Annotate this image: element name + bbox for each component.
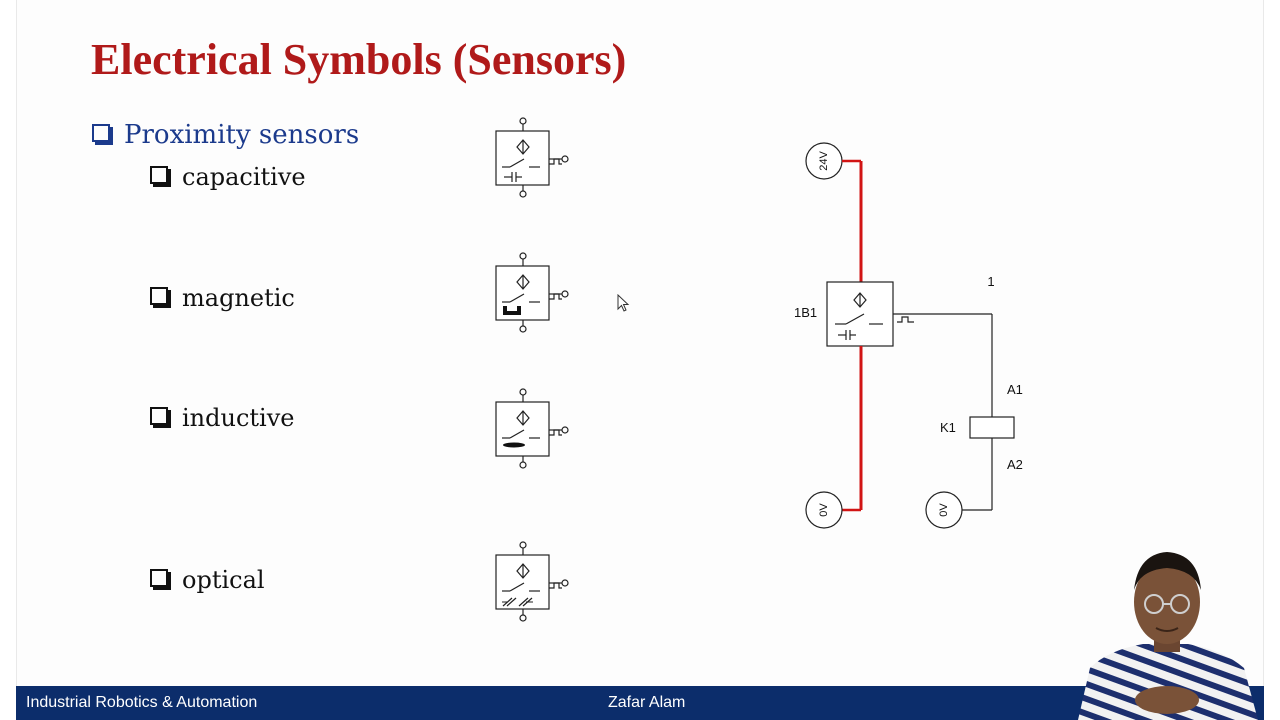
- mouse-cursor-icon: [617, 294, 630, 312]
- bullet-text: Proximity sensors: [124, 120, 360, 150]
- bullet-text: inductive: [182, 404, 295, 432]
- capacitive-sensor-symbol-icon: [495, 117, 569, 198]
- bullet-magnetic: magnetic: [150, 284, 295, 312]
- bullet-proximity-sensors: Proximity sensors: [92, 120, 359, 150]
- ground-label-right: 0V: [938, 503, 950, 517]
- footer-course-title: Industrial Robotics & Automation: [26, 694, 258, 711]
- bullet-text: capacitive: [182, 163, 306, 191]
- bullet-capacitive: capacitive: [150, 163, 306, 191]
- slide-left-edge: [0, 0, 17, 720]
- supply-label: 24V: [818, 151, 830, 171]
- relay-terminal-a2: A2: [1007, 457, 1023, 472]
- inductive-sensor-symbol-icon: [495, 388, 569, 469]
- bullet-optical: optical: [150, 566, 265, 594]
- ground-label-left: 0V: [818, 503, 830, 517]
- bullet-inductive: inductive: [150, 404, 294, 432]
- bullet-text: optical: [182, 566, 265, 594]
- sensor-relay-circuit-diagram: 24V 1 1B1 0V A1 K1 A2 0V: [794, 142, 1023, 529]
- checkbox-bullet-icon: [92, 124, 110, 142]
- optical-sensor-symbol-icon: [495, 541, 569, 622]
- ground-terminal-icon: [805, 491, 843, 529]
- presenter-video-thumbnail: [1078, 552, 1258, 720]
- slide-title: Electrical Symbols (Sensors): [91, 35, 627, 84]
- footer-bar: Industrial Robotics & Automation Zafar A…: [16, 686, 1264, 720]
- footer-presenter-name: Zafar Alam: [608, 694, 686, 711]
- checkbox-bullet-icon: [150, 287, 168, 305]
- ground-terminal-icon: [925, 491, 963, 529]
- checkbox-bullet-icon: [150, 569, 168, 587]
- relay-terminal-a1: A1: [1007, 382, 1023, 397]
- slide-right-edge: [1263, 0, 1280, 720]
- magnetic-sensor-symbol-icon: [495, 252, 569, 333]
- bullet-text: magnetic: [182, 284, 295, 312]
- relay-label: K1: [940, 420, 956, 435]
- checkbox-bullet-icon: [150, 166, 168, 184]
- relay-k1-coil-icon: [969, 416, 1015, 439]
- sensor-label: 1B1: [794, 305, 817, 320]
- checkbox-bullet-icon: [150, 407, 168, 425]
- sensor-1b1-symbol-icon: [826, 281, 894, 347]
- wire-label: 1: [987, 274, 994, 289]
